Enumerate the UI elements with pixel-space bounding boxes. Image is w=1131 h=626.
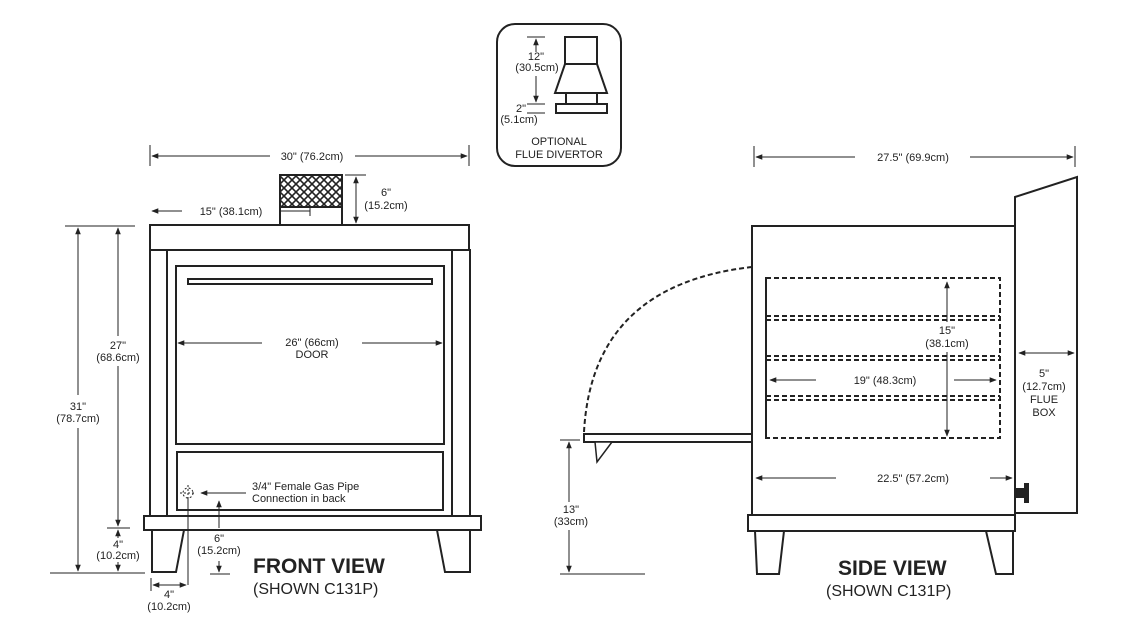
front-view-subtitle: (SHOWN C131P) <box>253 581 378 598</box>
side-depth-label: 27.5" (69.9cm) <box>877 152 949 164</box>
side-view: 27.5" (69.9cm) 15" (38.1cm) 19" (48.3cm)… <box>554 146 1078 600</box>
knob-icon <box>1016 483 1029 503</box>
gas-height-label: 6" <box>214 533 224 545</box>
door-handle <box>187 278 433 285</box>
leg-right <box>435 529 471 573</box>
total-height-label: 31" <box>70 401 86 413</box>
divertor-height-label: 12" <box>528 51 544 63</box>
flue-box <box>1014 175 1078 514</box>
door-bracket <box>594 441 614 464</box>
leg-height-label: 4" <box>113 539 123 551</box>
door-width-label: 26" (66cm) <box>285 337 338 349</box>
oven-height-label: 15" <box>939 325 955 337</box>
chimney-offset-label: 15" (38.1cm) <box>200 206 263 218</box>
flue-collar-base <box>279 206 343 226</box>
side-leg-back <box>984 530 1014 575</box>
gas-offset-cm-label: (10.2cm) <box>147 601 190 613</box>
leg-left <box>151 529 186 573</box>
body-height-cm-label: (68.6cm) <box>96 352 139 364</box>
side-body <box>751 225 1016 516</box>
divertor-base-label: 2" <box>516 103 526 115</box>
door-label: DOOR <box>296 349 329 361</box>
leg-height-cm-label: (10.2cm) <box>96 550 139 562</box>
gas-pipe-label-2: Connection in back <box>252 493 346 505</box>
door-height-cm-label: (33cm) <box>554 516 588 528</box>
front-view-title: FRONT VIEW <box>253 555 385 578</box>
body-height-label: 27" <box>110 340 126 352</box>
flue-divertor-inset: 12" (30.5cm) 2" (5.1cm) OPTIONAL FLUE DI… <box>496 23 622 167</box>
top-slab <box>149 224 470 251</box>
chimney-height-label: 6" <box>381 187 391 199</box>
oven-height-cm-label: (38.1cm) <box>925 338 968 350</box>
side-view-subtitle: (SHOWN C131P) <box>826 583 951 600</box>
flue-width-label: 5" <box>1039 368 1049 380</box>
front-view: 30" (76.2cm) 6" (15.2cm) 15" (38.1cm) 26… <box>50 145 482 613</box>
side-leg-front <box>753 530 786 575</box>
flue-width-cm-label: (12.7cm) <box>1022 381 1065 393</box>
divertor-base-cm-label: (5.1cm) <box>500 114 537 126</box>
open-door <box>583 433 753 443</box>
chimney-height-cm-label: (15.2cm) <box>364 200 407 212</box>
divertor-title-2: FLUE DIVERTOR <box>515 149 603 161</box>
gas-height-cm-label: (15.2cm) <box>197 545 240 557</box>
flue-box-label-2: BOX <box>1032 407 1056 419</box>
inner-depth-label: 22.5" (57.2cm) <box>877 473 949 485</box>
front-width-label: 30" (76.2cm) <box>281 151 344 163</box>
gas-offset-label: 4" <box>164 589 174 601</box>
door-height-label: 13" <box>563 504 579 516</box>
side-view-title: SIDE VIEW <box>838 557 947 580</box>
oven-door <box>175 265 445 445</box>
door-swing-arc <box>583 266 753 433</box>
side-base <box>747 514 1016 532</box>
divertor-height-cm-label: (30.5cm) <box>515 62 558 74</box>
total-height-cm-label: (78.7cm) <box>56 413 99 425</box>
base-slab <box>143 515 482 531</box>
oven-depth-label: 19" (48.3cm) <box>854 375 917 387</box>
divertor-title-1: OPTIONAL <box>531 136 587 148</box>
gas-pipe-label-1: 3/4" Female Gas Pipe <box>252 481 359 493</box>
flue-box-label-1: FLUE <box>1030 394 1058 406</box>
